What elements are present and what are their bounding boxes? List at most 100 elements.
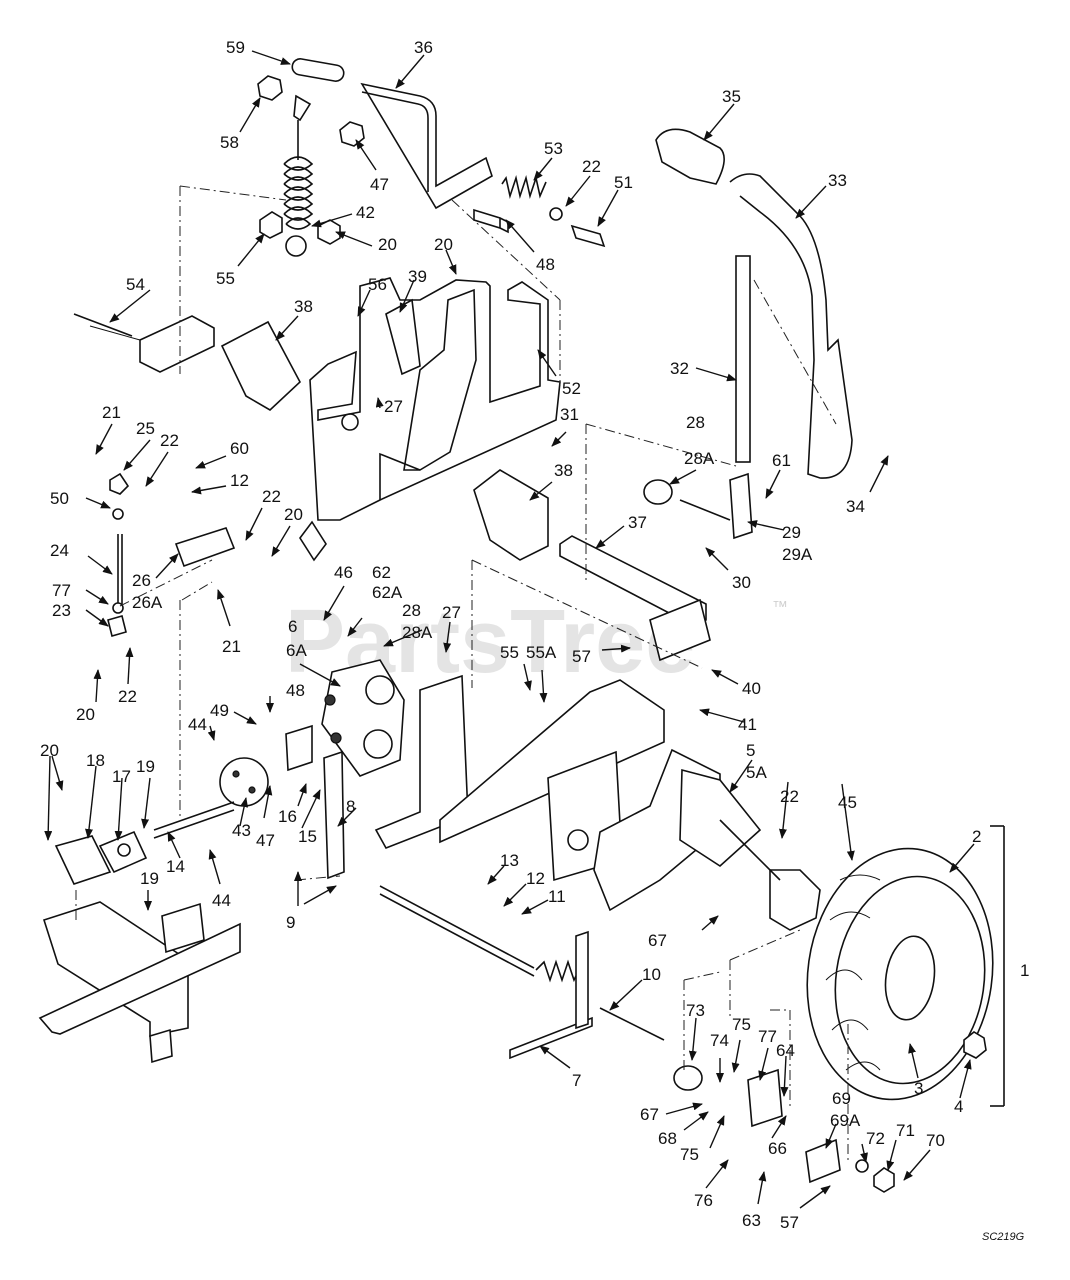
label-67: 67: [648, 931, 667, 950]
label-30: 30: [732, 573, 751, 592]
label-50: 50: [50, 489, 69, 508]
trademark-mark: ™: [772, 599, 788, 616]
label-13: 13: [500, 851, 519, 870]
label-37: 37: [628, 513, 647, 532]
label-55: 55: [216, 269, 235, 288]
label-52: 52: [562, 379, 581, 398]
label-19: 19: [136, 757, 155, 776]
label-25: 25: [136, 419, 155, 438]
label-11: 11: [548, 887, 566, 906]
label-60: 60: [230, 439, 249, 458]
label-75b: 75: [680, 1145, 699, 1164]
label-12b: 12: [526, 869, 545, 888]
label-3: 3: [914, 1079, 923, 1098]
pedal-bracket-32: [643, 255, 837, 540]
label-20: 20: [378, 235, 397, 254]
label-20c: 20: [284, 505, 303, 524]
valve-assembly-6: [321, 659, 405, 777]
label-21b: 21: [222, 637, 241, 656]
label-28Ab: 28A: [402, 623, 433, 642]
control-linkage-24: [107, 472, 236, 637]
label-16: 16: [278, 807, 297, 826]
label-9: 9: [286, 913, 295, 932]
label-66: 66: [768, 1139, 787, 1158]
label-47b: 47: [256, 831, 275, 850]
label-38: 38: [294, 297, 313, 316]
label-26A: 26A: [132, 593, 163, 612]
leader-arrows: [44, 50, 975, 1209]
label-53: 53: [544, 139, 563, 158]
label-76: 76: [694, 1191, 713, 1210]
drive-pedal-33: [655, 128, 853, 479]
label-31: 31: [560, 405, 579, 424]
label-29A: 29A: [782, 545, 813, 564]
label-74: 74: [710, 1031, 729, 1050]
label-46: 46: [334, 563, 353, 582]
upper-frame: [89, 277, 561, 562]
label-69A: 69A: [830, 1111, 861, 1130]
label-44: 44: [188, 715, 207, 734]
label-6A: 6A: [286, 641, 307, 660]
label-69: 69: [832, 1089, 851, 1108]
label-51: 51: [614, 173, 633, 192]
label-61: 61: [772, 451, 791, 470]
label-77: 77: [52, 581, 71, 600]
label-21: 21: [102, 403, 121, 422]
label-24: 24: [50, 541, 69, 560]
label-62: 62: [372, 563, 391, 582]
label-8: 8: [346, 797, 355, 816]
label-22b: 22: [160, 431, 179, 450]
label-73: 73: [686, 1001, 705, 1020]
label-75: 75: [732, 1015, 751, 1034]
label-20d: 20: [76, 705, 95, 724]
label-28A: 28A: [684, 449, 715, 468]
label-39: 39: [408, 267, 427, 286]
label-20b: 20: [434, 235, 453, 254]
label-22e: 22: [780, 787, 799, 806]
transaxle-5: [593, 748, 821, 931]
label-62A: 62A: [372, 583, 403, 602]
label-5A: 5A: [746, 763, 767, 782]
label-44b: 44: [212, 891, 231, 910]
label-34: 34: [846, 497, 865, 516]
label-22c: 22: [262, 487, 281, 506]
label-22d: 22: [118, 687, 137, 706]
label-59: 59: [226, 38, 245, 57]
label-10: 10: [642, 965, 661, 984]
drive-wheel-2: [806, 847, 994, 1101]
label-20e: 20: [40, 741, 59, 760]
label-71: 71: [896, 1121, 915, 1140]
label-42: 42: [356, 203, 375, 222]
label-23: 23: [52, 601, 71, 620]
label-70: 70: [926, 1131, 945, 1150]
label-22: 22: [582, 157, 601, 176]
label-32: 32: [670, 359, 689, 378]
label-7: 7: [572, 1071, 581, 1090]
label-5: 5: [746, 741, 755, 760]
label-57b: 57: [780, 1213, 799, 1232]
label-56: 56: [368, 275, 387, 294]
label-58: 58: [220, 133, 239, 152]
label-57: 57: [572, 647, 591, 666]
label-43: 43: [232, 821, 251, 840]
pivot-hardware-53: [473, 175, 606, 248]
front-frame: [38, 830, 241, 1064]
label-41: 41: [738, 715, 757, 734]
label-48: 48: [536, 255, 555, 274]
label-55A: 55A: [526, 643, 557, 662]
label-2: 2: [972, 827, 981, 846]
mount-plate-43: [153, 724, 345, 880]
label-72: 72: [866, 1129, 885, 1148]
label-12: 12: [230, 471, 249, 490]
drawing-code: SC219G: [982, 1231, 1025, 1243]
label-40: 40: [742, 679, 761, 698]
label-1: 1: [1020, 961, 1029, 980]
label-48b: 48: [286, 681, 305, 700]
brake-rod-7: [379, 885, 665, 1060]
label-6: 6: [288, 617, 297, 636]
label-29: 29: [782, 523, 801, 542]
pivot-arm-54: [73, 313, 133, 337]
label-54: 54: [126, 275, 145, 294]
brake-assembly-73: [673, 1065, 895, 1193]
label-14: 14: [166, 857, 185, 876]
